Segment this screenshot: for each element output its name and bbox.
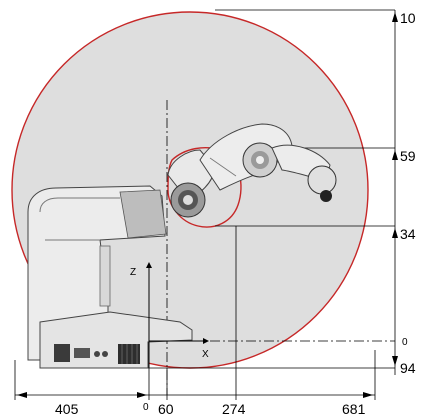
- robot-torso: [27, 185, 167, 361]
- dim-arrow-59: [392, 150, 398, 160]
- origin-right-label: 0: [402, 337, 408, 348]
- dim-60: 60: [158, 401, 174, 415]
- x-axis-label: X: [202, 349, 209, 360]
- origin-bottom-label: 0: [143, 402, 149, 413]
- dim-94: 94: [400, 360, 416, 376]
- dim-681: 681: [342, 401, 366, 415]
- robot-arm: [167, 123, 337, 218]
- robot-base: [39, 311, 193, 369]
- dim-10: 10: [400, 10, 416, 26]
- dim-arrow-34: [392, 228, 398, 238]
- z-axis-label: Z: [130, 267, 136, 278]
- dim-274: 274: [222, 401, 246, 415]
- dim-arrow-94: [392, 356, 398, 366]
- dim-405: 405: [55, 401, 79, 415]
- dim-59: 59: [400, 148, 416, 164]
- dim-34: 34: [400, 226, 416, 242]
- dim-arrow-10: [392, 12, 398, 22]
